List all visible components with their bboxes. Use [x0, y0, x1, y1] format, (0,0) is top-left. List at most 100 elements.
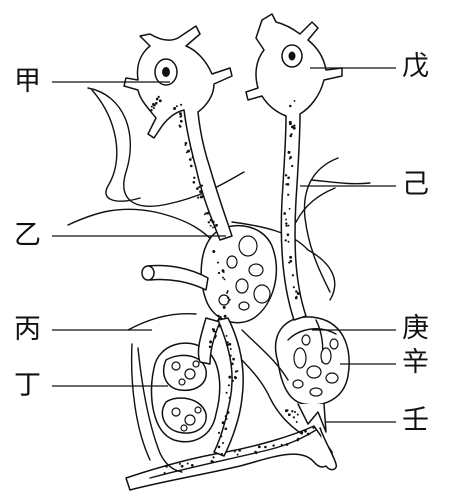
stipple-dot: [180, 120, 183, 123]
stipple-dot: [222, 442, 224, 444]
stipple-dot: [201, 184, 203, 186]
stipple-dot: [230, 348, 232, 350]
stipple-dot: [209, 345, 212, 348]
stipple-dot: [212, 456, 214, 458]
label-ren: 壬: [402, 406, 429, 436]
stipple-dot: [197, 196, 199, 198]
stipple-dot: [181, 465, 184, 468]
stipple-dot: [289, 105, 292, 108]
label-bing: 丙: [14, 315, 41, 345]
stipple-dot: [158, 96, 160, 98]
stipple-dot: [212, 220, 215, 223]
stipple-dot: [156, 98, 159, 101]
label-jia: 甲: [14, 67, 41, 97]
stipple-dot: [179, 112, 182, 115]
stipple-dot: [151, 106, 153, 108]
stipple-dot: [292, 274, 294, 276]
stipple-dot: [187, 463, 189, 465]
stipple-dot: [207, 212, 210, 215]
stipple-dot: [238, 449, 241, 452]
stipple-dot: [234, 451, 236, 453]
stipple-dot: [186, 151, 188, 153]
stipple-dot: [287, 225, 289, 227]
stipple-dot: [293, 286, 295, 288]
stipple-dot: [179, 463, 181, 465]
stipple-dot: [224, 427, 227, 430]
stipple-dot: [217, 262, 219, 264]
stipple-dot: [291, 165, 293, 167]
stipple-dot: [214, 226, 216, 228]
stipple-dot: [214, 335, 216, 337]
stipple-dot: [180, 104, 182, 106]
stipple-dot: [189, 158, 192, 161]
stipple-dot: [227, 341, 229, 343]
stipple-dot: [214, 331, 216, 333]
stipple-dot: [218, 324, 221, 327]
stipple-dot: [287, 194, 289, 196]
stipple-dot: [221, 453, 224, 456]
stipple-dot: [208, 221, 210, 223]
stipple-dot: [293, 416, 295, 418]
stipple-dot: [198, 186, 200, 188]
stipple-dot: [312, 426, 315, 429]
stipple-dot: [185, 142, 188, 145]
stipple-dot: [297, 414, 299, 416]
label-ding: 丁: [14, 371, 41, 401]
stipple-dot: [288, 151, 291, 154]
stipple-dot: [320, 428, 322, 430]
stipple-dot: [179, 125, 181, 127]
stipple-dot: [192, 156, 194, 158]
stipple-dot: [229, 299, 231, 301]
stipple-dot: [210, 225, 212, 227]
stipple-dot: [281, 444, 283, 446]
stipple-dot: [223, 306, 226, 309]
stipple-dot: [285, 239, 287, 241]
stipple-dot: [296, 421, 298, 423]
stipple-dot: [215, 224, 218, 227]
stipple-dot: [297, 438, 299, 440]
stipple-dot: [218, 446, 221, 449]
stipple-dot: [153, 107, 155, 109]
stipple-dot: [286, 409, 288, 411]
stipple-dot: [287, 176, 290, 179]
stipple-dot: [294, 100, 296, 102]
stipple-dot: [199, 190, 202, 193]
stipple-dot: [289, 208, 291, 210]
stipple-dot: [228, 376, 231, 379]
stipple-dot: [222, 277, 224, 279]
stipple-dot: [229, 355, 231, 357]
ganglion-right: [276, 317, 350, 432]
stipple-dot: [255, 451, 258, 454]
stipple-dot: [193, 177, 195, 179]
stipple-dot: [295, 296, 297, 298]
stipple-dot: [191, 464, 194, 467]
stipple-dot: [176, 105, 178, 107]
stipple-dot: [227, 297, 229, 299]
stipple-dot: [211, 460, 214, 463]
stipple-dot: [294, 411, 296, 413]
stipple-dot: [190, 165, 193, 168]
stipple-dot: [235, 377, 237, 379]
stipple-dot: [205, 212, 207, 214]
label-xin: 辛: [402, 348, 429, 378]
stipple-dot: [164, 472, 166, 474]
stipple-dot: [226, 335, 228, 337]
stipple-dot: [285, 225, 287, 227]
stipple-dot: [227, 411, 230, 414]
stipple-dot: [212, 227, 214, 229]
stipple-dot: [285, 183, 287, 185]
stipple-dot: [179, 116, 181, 118]
cut-tube: [142, 266, 208, 291]
stipple-dot: [192, 181, 195, 184]
stipple-dot: [264, 446, 267, 449]
stipple-dot: [297, 292, 300, 295]
stipple-dot: [258, 446, 261, 449]
stipple-dot: [232, 358, 235, 361]
stipple-dot: [289, 260, 292, 263]
stipple-dot: [213, 328, 215, 330]
stipple-dot: [218, 272, 220, 274]
stipple-dot: [217, 315, 219, 317]
neuron-left: [124, 26, 232, 240]
stipple-dot: [304, 430, 307, 433]
stipple-dot: [285, 219, 287, 221]
